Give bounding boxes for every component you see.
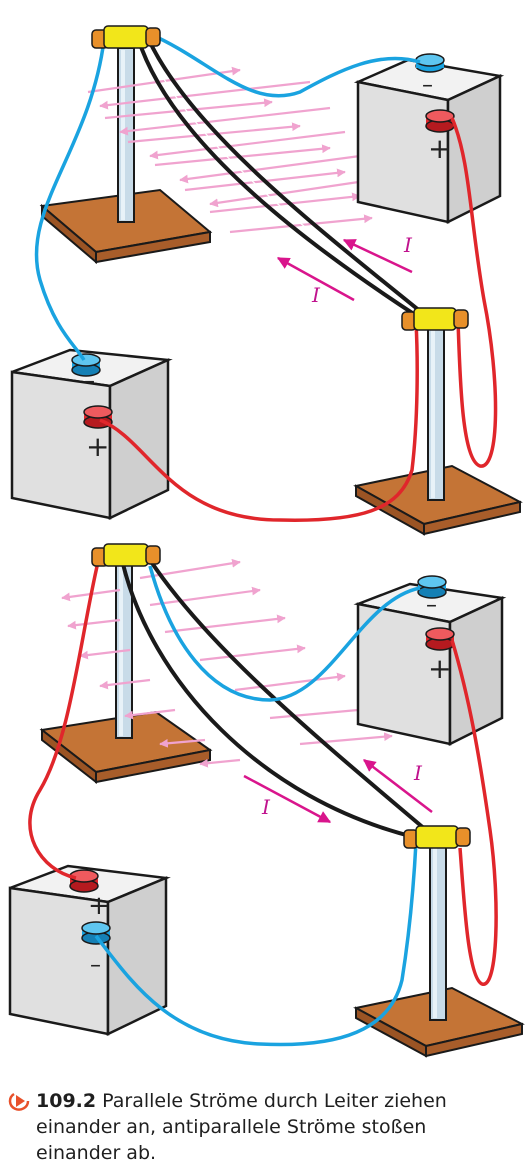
- top-right-stand: [353, 325, 523, 536]
- top-right-minus-label: –: [422, 73, 433, 98]
- bottom-left-stand: [39, 559, 213, 785]
- top-right-battery: – +: [353, 53, 505, 225]
- bottom-current-arrows: [243, 759, 433, 824]
- bottom-right-clamp: [403, 825, 471, 849]
- top-current-arrows: [276, 238, 413, 302]
- bottom-conductors: [120, 558, 428, 840]
- top-conductors: [136, 37, 428, 320]
- top-field-arrows: [87, 66, 373, 234]
- figure-number: 109.2: [36, 1090, 97, 1112]
- top-current-label-2: I: [311, 283, 321, 307]
- figure-caption: 109.2 Parallele Ströme durch Leiter zieh…: [8, 1088, 516, 1166]
- bottom-left-clamp: [91, 543, 161, 567]
- top-wires: [34, 32, 498, 522]
- top-left-minus-label: –: [84, 369, 95, 394]
- top-setup: – + – +: [10, 25, 523, 536]
- bottom-right-minus-label: –: [426, 593, 437, 618]
- figure-illustration: – + – +: [8, 25, 525, 1058]
- top-right-plus-label: +: [428, 132, 451, 165]
- top-current-label-1: I: [403, 233, 413, 257]
- bottom-current-label-2: I: [413, 761, 423, 785]
- bottom-right-plus-label: +: [428, 652, 451, 685]
- figure-caption-text: Parallele Ströme durch Leiter ziehen ein…: [36, 1090, 447, 1164]
- bottom-current-label-1: I: [261, 795, 271, 819]
- bottom-right-stand: [353, 845, 525, 1058]
- play-circle-icon: [8, 1092, 30, 1111]
- top-right-clamp: [401, 307, 469, 331]
- top-left-battery: – +: [10, 348, 173, 520]
- top-left-plus-label: +: [86, 430, 109, 463]
- bottom-field-arrows: [61, 558, 393, 768]
- top-left-clamp: [91, 25, 161, 49]
- bottom-wires: [28, 561, 498, 1047]
- bottom-left-plus-label: +: [88, 891, 110, 921]
- bottom-setup: – + + –: [8, 543, 525, 1058]
- bottom-left-battery: + –: [8, 864, 171, 1036]
- bottom-right-battery: – +: [353, 575, 507, 747]
- bottom-left-minus-label: –: [90, 953, 101, 978]
